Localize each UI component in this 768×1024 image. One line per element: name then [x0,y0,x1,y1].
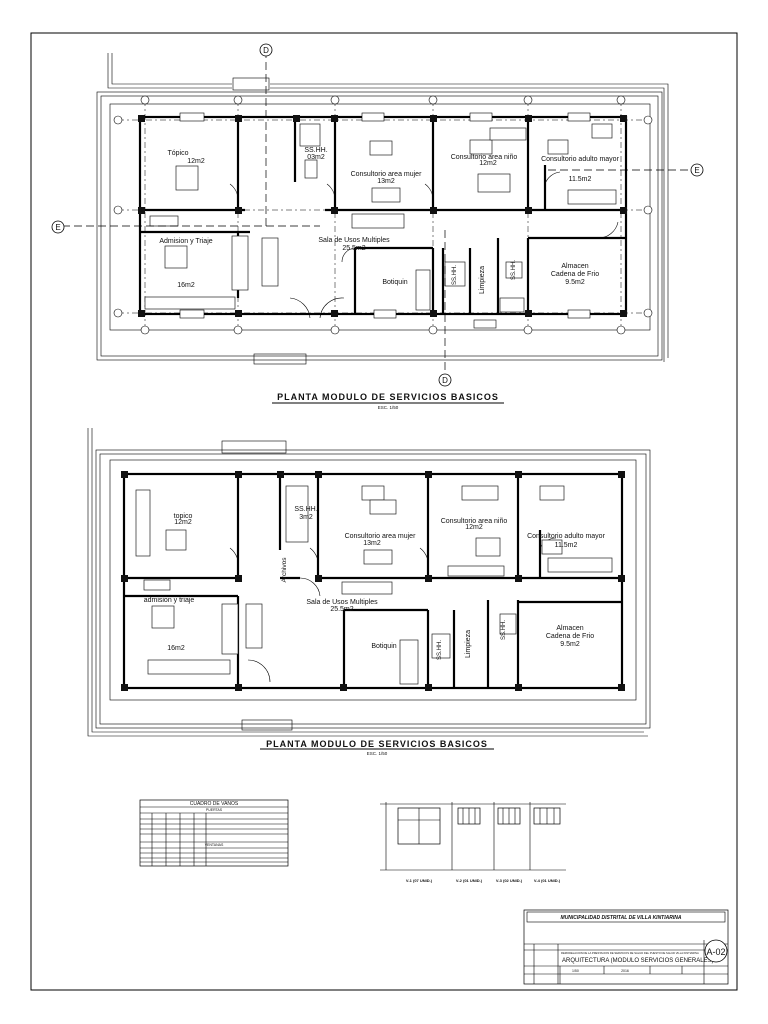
room-nino-name: Consultorio area niño [451,154,518,161]
plan-top: D D E E Tópico 12m2 SS.HH. 03m2 Consulto… [51,43,704,410]
elevation-label-v3: V-3 (02 UNID.) [496,878,523,883]
section-marker-d-top: D [259,43,273,57]
room-b-almacen-area: 9.5m2 [560,641,580,648]
room-b-almacen-name2: Cadena de Frio [546,633,594,640]
titleblock-fecha: 2016 [621,969,629,973]
room-mayor-area: 11.5m2 [569,176,592,183]
room-b-botiquin-name: Botiquin [371,643,396,650]
plan-bottom-scale: ESC. 1/50 [367,751,388,756]
room-admision-area: 16m2 [177,282,195,289]
room-b-sshh-area: 3m2 [299,514,313,521]
schedule-sub-windows: VENTANAS [205,843,224,847]
room-b-topico-name: topico [174,513,193,520]
sheet-border [30,32,738,991]
elevation-label-v1: V-1 (07 UNID.) [406,878,433,883]
plan-top-scale: ESC. 1/50 [378,405,399,410]
room-b-sum-name: Sala de Usos Multiples [306,599,378,606]
titleblock-sheet-number: A-02 [706,947,725,957]
room-mayor-name: Consultorio adulto mayor [541,156,619,163]
room-b-limpieza-name: Limpieza [465,630,472,658]
section-marker-d-bottom: D [438,373,452,387]
titleblock-entity: MUNICIPALIDAD DISTRITAL DE VILLA KINTIAR… [561,915,682,921]
room-b-admision-area: 16m2 [167,645,185,652]
door-window-schedule: CUADRO DE VANOS PUERTAS VENTANAS [139,799,289,867]
room-b-mujer-area: 13m2 [363,540,381,547]
room-almacen-name2: Cadena de Frio [551,271,599,278]
room-b-mayor-area: 11.5m2 [555,542,578,549]
titleblock-scale: 1/50 [572,969,579,973]
room-b-almacen-name: Almacen [556,625,583,632]
room-sshh-name: SS.HH. [304,147,327,154]
room-b-mujer-name: Consultorio area mujer [345,533,416,540]
room-b-sshh3-name: SS.HH. [501,620,507,640]
room-b-admision-name: admision y triaje [144,597,195,604]
elevation-label-v2: V-2 (01 UNID.) [456,878,483,883]
room-b-sshh-name: SS.HH. [294,506,317,513]
room-botiquin-name: Botiquin [382,279,407,286]
room-mujer-name: Consultorio area mujer [351,171,422,178]
titleblock-sheet-title: ARQUITECTURA (MODULO SERVICIOS GENERALES… [562,958,714,964]
section-marker-e-left: E [51,220,65,234]
titleblock-project: REMODELACION DE LA PRESTACION DE SERVICI… [561,951,699,955]
svg-text:E: E [55,223,60,232]
schedule-title: CUADRO DE VANOS [190,801,239,807]
plan-bottom-title: PLANTA MODULO DE SERVICIOS BASICOS [266,739,488,749]
plan-bottom: topico 12m2 SS.HH. 3m2 Consultorio area … [87,428,651,756]
section-marker-e-right: E [690,163,704,177]
room-sshh-area: 03m2 [307,154,325,161]
room-b-nino-area: 12m2 [465,524,483,531]
room-limpieza-name: Limpieza [479,266,486,294]
room-almacen-name: Almacen [561,263,588,270]
room-almacen-area: 9.5m2 [565,279,585,286]
plan-top-title: PLANTA MODULO DE SERVICIOS BASICOS [277,392,499,402]
room-b-archivos-name: Archivos [281,557,288,583]
room-sum-area: 25.5m2 [342,245,365,252]
room-topico-area: 12m2 [187,158,205,165]
room-mujer-area: 13m2 [377,178,395,185]
schedule-sub-doors: PUERTAS [206,808,223,812]
window-elevations: V-1 (07 UNID.) V-2 (01 UNID.) V-3 (02 UN… [380,802,566,883]
room-b-nino-name: Consultorio area niño [441,518,508,525]
room-sshh2-name: SS.HH. [452,265,458,285]
room-b-mayor-name: Consultorio adulto mayor [527,533,605,540]
room-nino-area: 12m2 [479,160,497,167]
svg-text:D: D [263,46,269,55]
room-admision-name: Admision y Triaje [159,238,212,245]
room-sshh3-name: SS.HH. [511,260,517,280]
svg-text:E: E [694,166,699,175]
room-b-sum-area: 25.5m2 [330,606,353,613]
room-b-topico-area: 12m2 [174,519,192,526]
room-sum-name: Sala de Usos Multiples [318,237,390,244]
elevation-label-v4: V-4 (01 UNID.) [534,878,561,883]
room-topico-name: Tópico [167,150,188,157]
svg-text:D: D [442,376,448,385]
title-block: MUNICIPALIDAD DISTRITAL DE VILLA KINTIAR… [523,909,729,985]
room-b-sshh2-name: SS.HH. [437,640,443,660]
